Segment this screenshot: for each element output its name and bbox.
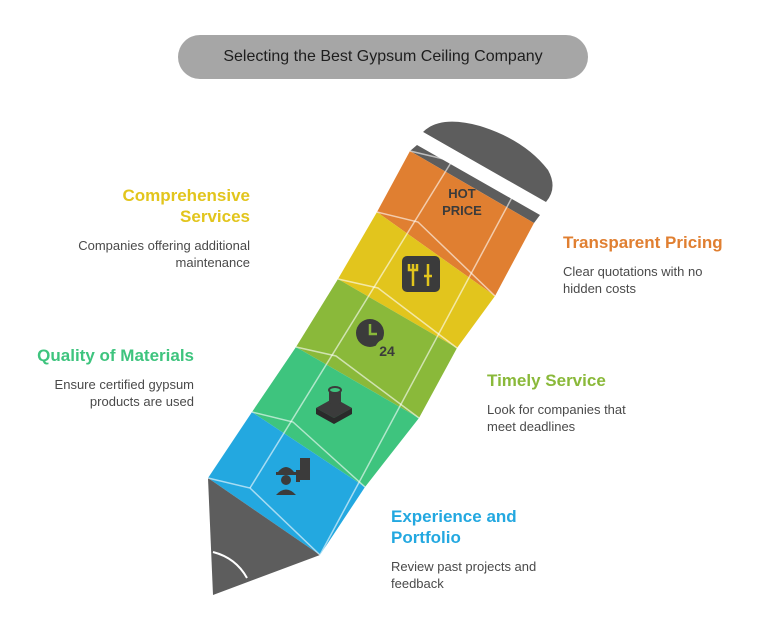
desc-transparent-pricing: Clear quotations with no hidden costs [563,264,703,296]
label-experience-portfolio: Experience and Portfolio Review past pro… [391,506,581,592]
worker-icon [276,458,310,495]
label-timely-service: Timely Service Look for companies that m… [487,370,667,435]
desc-experience-portfolio: Review past projects and feedback [391,559,537,591]
hot-price-icon-text-1: HOT [448,186,476,201]
pencil-eraser [423,121,553,202]
heading-transparent-pricing: Transparent Pricing [563,233,723,252]
desc-quality-materials: Ensure certified gypsum products are use… [54,377,194,409]
clock-24-icon: 24 [356,319,397,361]
heading-timely-service: Timely Service [487,371,606,390]
segment-transparent-pricing [377,151,534,296]
hot-price-icon-text-2: PRICE [442,203,482,218]
label-quality-materials: Quality of Materials Ensure certified gy… [10,345,194,410]
pencil-tip-line [212,551,248,579]
page-title: Selecting the Best Gypsum Ceiling Compan… [223,48,543,65]
pencil-band-dark [410,145,540,223]
title-pill: Selecting the Best Gypsum Ceiling Compan… [178,35,588,79]
tools-icon [402,256,440,292]
label-transparent-pricing: Transparent Pricing Clear quotations wit… [563,232,758,297]
desc-comprehensive-services: Companies offering additional maintenanc… [78,238,250,270]
materials-icon [316,386,352,424]
pencil-facets [207,150,517,556]
hot-price-icon: HOT PRICE [442,186,482,218]
desc-timely-service: Look for companies that meet deadlines [487,402,626,434]
heading-experience-portfolio: Experience and Portfolio [391,507,517,547]
heading-comprehensive-services: Comprehensive Services [122,186,250,226]
heading-quality-materials: Quality of Materials [37,346,194,365]
pencil-tip [208,478,320,595]
label-comprehensive-services: Comprehensive Services Companies offerin… [70,185,250,271]
clock-24-icon-text: 24 [379,343,395,359]
